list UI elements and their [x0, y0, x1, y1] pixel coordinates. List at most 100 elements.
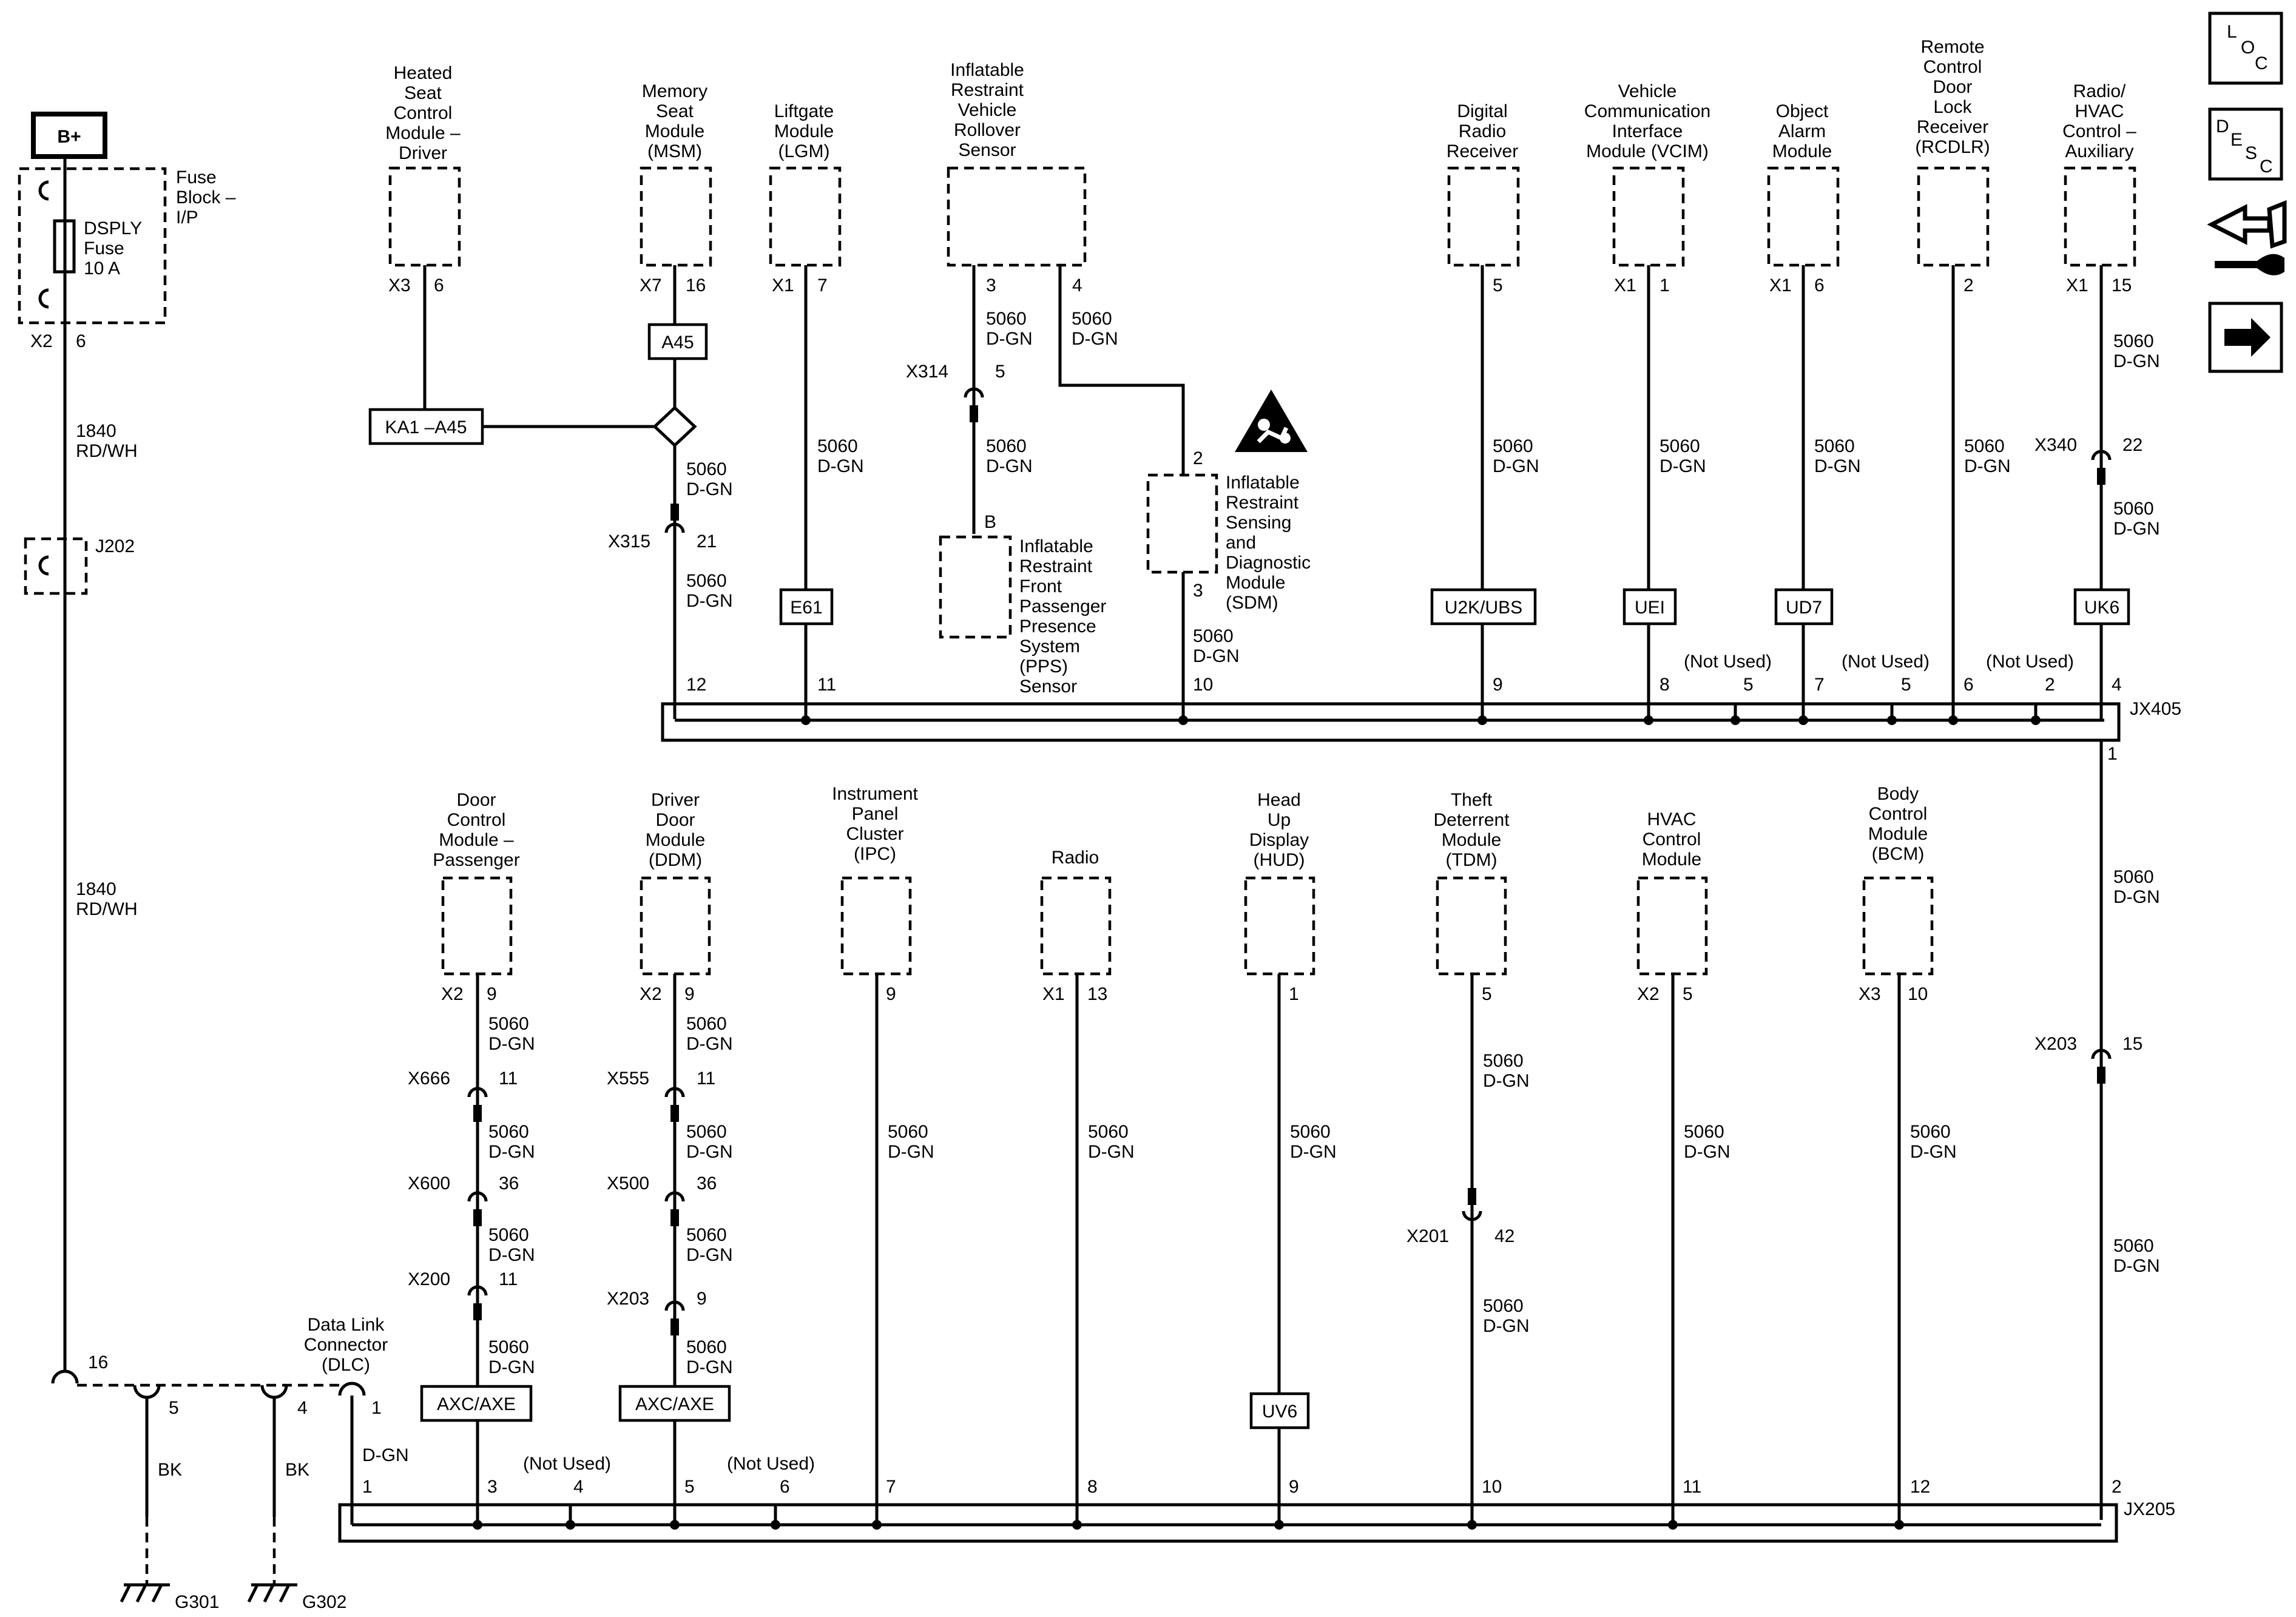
- jx405-pin-12: 12: [686, 675, 706, 695]
- jx205-label: JX205: [2124, 1499, 2175, 1519]
- jx205-nodes: [473, 1520, 1904, 1530]
- inline-x314: X314 5: [906, 362, 1005, 422]
- radio-title: Radio: [1052, 848, 1099, 868]
- inline-x555-name: X555: [607, 1068, 649, 1089]
- airbag-warning-icon: [1235, 390, 1308, 452]
- jx205-pin-3: 3: [487, 1477, 498, 1497]
- inline-x666-pin: 11: [499, 1068, 518, 1089]
- jx405-label: JX405: [2130, 699, 2181, 719]
- inline-x200-pin: 11: [499, 1269, 518, 1289]
- object-alarm-box: [1767, 166, 1840, 267]
- object-alarm-conn: X1: [1769, 275, 1792, 295]
- pps-pin-b: B: [984, 512, 996, 532]
- inline-x203-link-pin: 15: [2122, 1034, 2142, 1054]
- ground-g301-label: G301: [175, 1592, 219, 1612]
- not-used-label-4: (Not Used): [523, 1454, 611, 1474]
- inline-x201-pin: 42: [1494, 1226, 1514, 1246]
- heated-seat-pin: 6: [434, 275, 444, 295]
- hvac-module-box: [1636, 876, 1708, 976]
- liftgate-conn: X1: [772, 275, 794, 295]
- ground-wire-1-color: BK: [158, 1460, 182, 1480]
- rcdlr-pin: 2: [1963, 275, 1974, 295]
- loc-button[interactable]: L O C: [2208, 12, 2283, 85]
- memory-seat-pin: 16: [686, 275, 706, 295]
- inline-x315-pin: 21: [697, 532, 717, 552]
- axc-option-box-1: [420, 1385, 533, 1422]
- dlc-terminal-5: [133, 1385, 161, 1399]
- radio-hvac-aux-conn: X1: [2066, 275, 2088, 295]
- jx405-pin-7: 7: [1814, 675, 1825, 695]
- inline-x340-name: X340: [2034, 435, 2077, 455]
- rollover-pin-4: 4: [1072, 275, 1082, 295]
- fuse-block-pin: 6: [76, 331, 86, 351]
- axc-option-label-2: AXC/AXE: [635, 1394, 714, 1414]
- inline-x201-name: X201: [1406, 1226, 1449, 1246]
- inline-x555-pin: 11: [697, 1068, 715, 1089]
- fuse-block-terminal-bottom: [38, 288, 49, 309]
- jx405-pin-10: 10: [1193, 675, 1213, 695]
- door-control-passenger-pin: 9: [487, 984, 497, 1004]
- inline-x315: X315 21: [608, 504, 717, 552]
- inline-x203-ddm-name: X203: [607, 1289, 649, 1309]
- jx205-pin-4: 4: [573, 1477, 584, 1497]
- ground-g302-label: G302: [302, 1592, 346, 1612]
- sdm-pin-2: 2: [1193, 448, 1203, 468]
- jx205-bar-outer: [338, 1503, 2118, 1543]
- rollover-pin-3: 3: [986, 275, 996, 295]
- jx205-pin-10: 10: [1482, 1477, 1502, 1497]
- hud-pin: 1: [1289, 984, 1299, 1004]
- inline-x340: X340 22: [2034, 435, 2142, 485]
- dlc-pin1-wire-color: D-GN: [362, 1445, 409, 1465]
- vcim-box: [1612, 166, 1685, 267]
- rollover-sensor-box: [947, 166, 1087, 267]
- repair-icon[interactable]: [2207, 200, 2287, 275]
- inline-x203-ddm-pin: 9: [697, 1289, 707, 1309]
- inline-x315-name: X315: [608, 532, 650, 552]
- ground-g302-icon: [247, 1583, 297, 1603]
- axc-option-box-2: [618, 1385, 731, 1422]
- liftgate-module-box: [769, 166, 842, 267]
- jx405-pin-5a: 5: [1743, 675, 1754, 695]
- jx205-pin-11: 11: [1683, 1477, 1701, 1497]
- inline-x203-link-name: X203: [2034, 1034, 2077, 1054]
- jx405-pin-8: 8: [1660, 675, 1670, 695]
- desc-button[interactable]: D E S C: [2208, 107, 2283, 181]
- ground-g301-icon: [120, 1583, 170, 1603]
- bcm-box: [1862, 876, 1934, 976]
- ground-wire-2-color: BK: [285, 1460, 309, 1480]
- inline-x600: X600 36: [408, 1173, 519, 1226]
- jx205-pin-5: 5: [684, 1477, 695, 1497]
- dlc-terminal-1: [338, 1382, 366, 1396]
- door-control-passenger-conn: X2: [441, 984, 464, 1004]
- option-diamond: [652, 405, 697, 448]
- radio-box: [1040, 876, 1112, 976]
- inline-x555: X555 11: [607, 1068, 715, 1122]
- inline-x600-pin: 36: [499, 1173, 519, 1193]
- driver-door-pin: 9: [684, 984, 695, 1004]
- jx205-pin-9: 9: [1289, 1477, 1299, 1497]
- inline-x203-link: X203 15: [2034, 1034, 2142, 1084]
- jx205-pin-8: 8: [1087, 1477, 1098, 1497]
- next-arrow-icon[interactable]: [2208, 302, 2283, 373]
- inline-x314-pin: 5: [995, 362, 1005, 382]
- inline-x500: X500 36: [607, 1173, 717, 1226]
